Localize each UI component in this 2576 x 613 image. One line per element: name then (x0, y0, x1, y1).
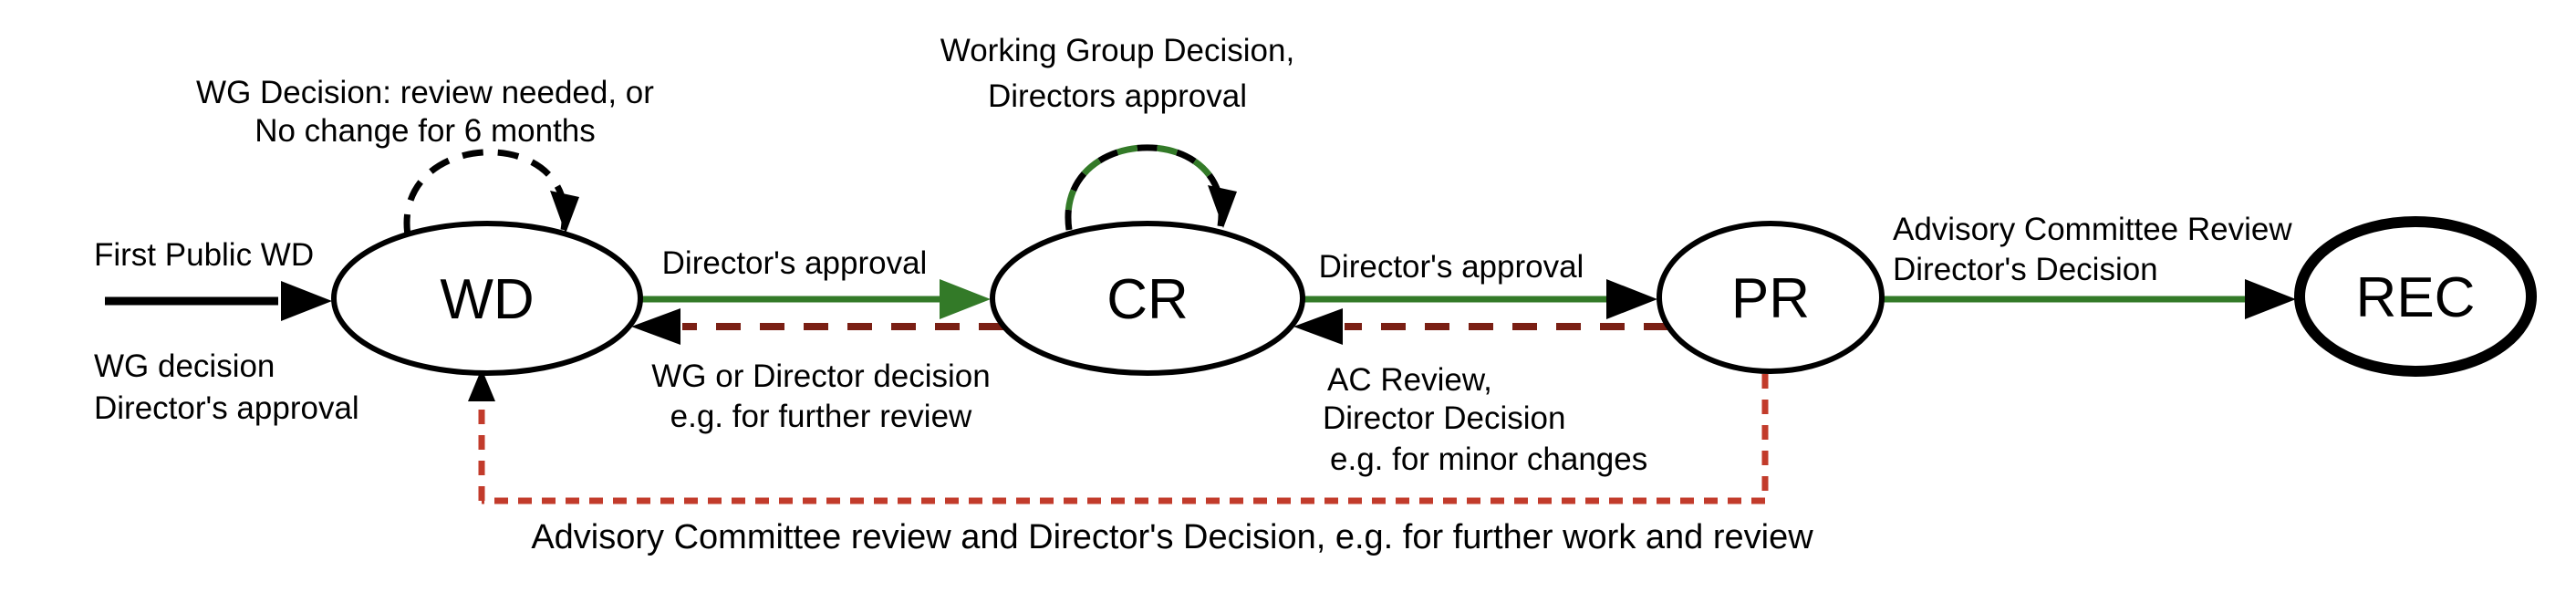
state-node-rec-label: REC (2356, 266, 2476, 329)
cr-wd-label-line1: WG or Director decision (651, 358, 990, 394)
entry-label-top: First Public WD (94, 237, 314, 273)
edge-wd-self-loop-arrowhead-icon (550, 191, 579, 234)
pr-rec-label-line1: Advisory Committee Review (1893, 212, 2292, 247)
edge-feedback-arrowhead-icon (468, 369, 495, 401)
cr-pr-label: Director's approval (1319, 249, 1584, 285)
edge-cr-self-loop-black (1065, 144, 1225, 231)
edge-entry-arrowhead-icon (281, 281, 332, 321)
state-node-rec (2294, 216, 2537, 377)
entry-label-bottom-line2: Director's approval (94, 390, 359, 426)
state-node-wd-label: WD (440, 268, 534, 331)
feedback-caption: Advisory Committee review and Director's… (531, 518, 1813, 556)
state-node-pr (1657, 221, 1885, 374)
pr-rec-label-line2: Director's Decision (1893, 252, 2158, 287)
pr-cr-label-line3: e.g. for minor changes (1330, 442, 1647, 477)
wd-cr-label: Director's approval (662, 245, 928, 281)
state-node-cr-label: CR (1106, 268, 1189, 331)
state-node-pr-label: PR (1731, 267, 1810, 330)
edge-cr-self-loop-arrowhead-icon (1208, 185, 1237, 228)
cr-loop-label-line1: Working Group Decision, (940, 33, 1294, 68)
wd-loop-label-line2: No change for 6 months (254, 113, 596, 149)
entry-label-bottom-line1: WG decision (94, 348, 275, 384)
cr-wd-label-line2: e.g. for further review (670, 399, 972, 434)
wd-loop-label-line1: WG Decision: review needed, or (196, 75, 654, 110)
pr-cr-label-line2: Director Decision (1323, 400, 1565, 436)
edge-cr-pr-arrowhead-icon (1606, 279, 1657, 319)
state-node-cr (990, 221, 1305, 376)
pr-cr-label-line1: AC Review, (1327, 362, 1492, 398)
edge-cr-self-loop-green (1065, 144, 1225, 231)
state-node-wd (331, 221, 643, 376)
edge-pr-rec-arrowhead-icon (2245, 279, 2296, 319)
edge-wd-self-loop (403, 149, 568, 236)
cr-loop-label-line2: Directors approval (988, 78, 1247, 114)
edge-wd-cr-arrowhead-icon (940, 279, 991, 319)
edge-pr-cr-arrowhead-icon (1293, 308, 1343, 345)
edge-cr-wd-arrowhead-icon (631, 308, 680, 345)
